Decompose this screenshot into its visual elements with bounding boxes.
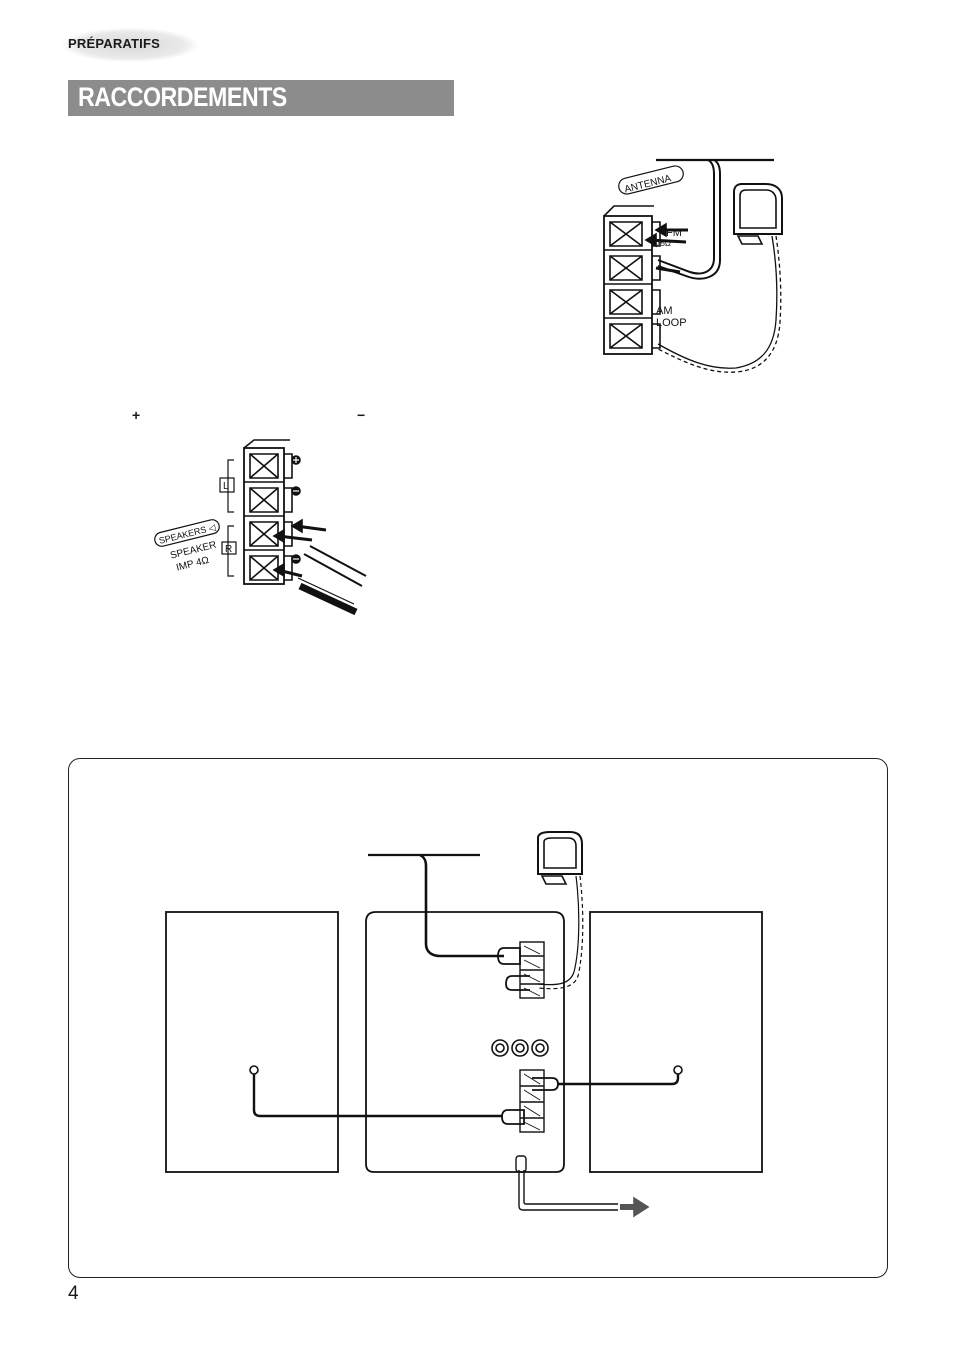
am-loop-antenna	[537, 831, 583, 885]
channel-left-label: L	[223, 481, 229, 492]
power-cord	[515, 1155, 650, 1218]
right-speaker-rear	[589, 911, 763, 1173]
section-label-background	[62, 28, 198, 62]
left-speaker-terminal	[249, 1065, 259, 1075]
left-speaker-wire	[252, 1074, 502, 1118]
am-label: AM	[656, 305, 673, 317]
main-unit-speaker-terminals	[501, 1069, 559, 1133]
speaker-terminal-illustration: L R SPEAKERS ◁ SPEAKER IMP 4Ω	[154, 439, 367, 616]
main-unit-rear	[365, 911, 565, 1173]
section-label-text: PRÉPARATIFS	[68, 36, 161, 51]
antenna-terminal-illustration: ANTENNA FM 75Ω AM LOOP	[603, 158, 783, 373]
minus-symbol: −	[357, 407, 366, 423]
page-title-bar: RACCORDEMENTS	[68, 80, 454, 116]
right-speaker-terminal	[673, 1065, 683, 1075]
right-speaker-wire	[558, 1074, 680, 1086]
main-unit-antenna-terminals	[497, 941, 545, 999]
plus-symbol: +	[132, 407, 141, 423]
section-label: PRÉPARATIFS	[62, 28, 198, 62]
page-title: RACCORDEMENTS	[78, 82, 287, 112]
main-unit-rca-jacks	[491, 1039, 549, 1057]
left-speaker-rear	[165, 911, 339, 1173]
page-number: 4	[68, 1283, 79, 1304]
system-connection-diagram	[165, 831, 763, 1218]
connection-diagram-panel	[68, 758, 888, 1278]
channel-right-label: R	[225, 544, 232, 555]
fm-impedance-label: 75Ω	[656, 239, 671, 248]
am-loop-label: LOOP	[656, 317, 687, 329]
fm-label: FM	[666, 227, 682, 239]
